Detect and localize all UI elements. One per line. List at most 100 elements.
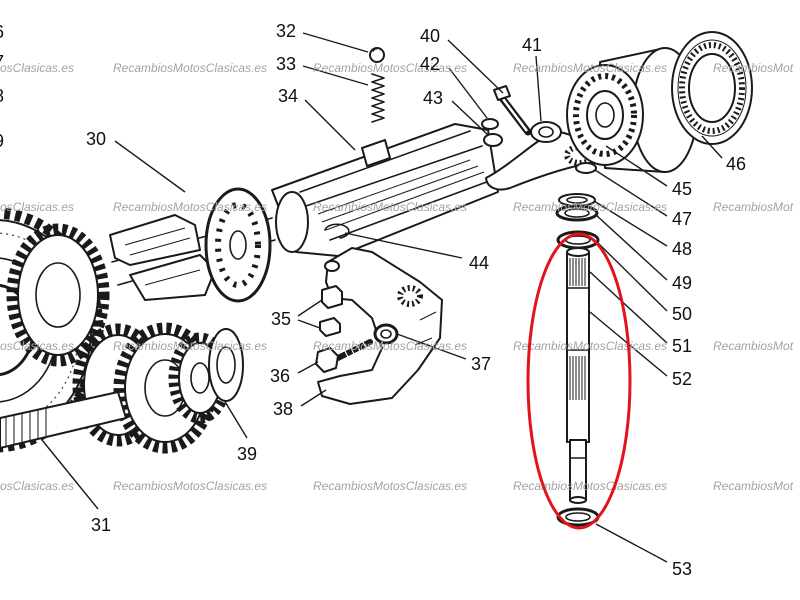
mainshaft-31 xyxy=(0,391,127,449)
detent-spring-33 xyxy=(371,73,385,123)
middle-gear-face xyxy=(17,234,99,356)
leader-line-34 xyxy=(304,99,356,151)
edge-label: 8 xyxy=(0,86,4,106)
washer-43 xyxy=(483,133,503,147)
leader-line-50 xyxy=(596,241,668,312)
leader-line-37 xyxy=(396,333,467,360)
bolt-36-thread xyxy=(344,341,367,358)
watermark-text: RecambiosMotosClasicas.es xyxy=(113,479,267,493)
bearing-45 xyxy=(566,64,644,166)
leader-line-44 xyxy=(344,232,463,259)
selector-drum-center xyxy=(229,230,247,260)
callout-43: 43 xyxy=(423,88,443,108)
watermark-text: RecambiosMotosClasicas.es xyxy=(513,61,667,75)
callout-35: 35 xyxy=(271,309,291,329)
leader-line-30 xyxy=(114,140,186,193)
lever-bolt-highlight xyxy=(502,98,528,132)
callout-36: 36 xyxy=(270,366,290,386)
selector-drum-tab xyxy=(361,139,391,167)
thrust-washer-39 xyxy=(208,328,244,402)
callout-51: 51 xyxy=(672,336,692,356)
cluster-gear-c-bore xyxy=(190,362,210,394)
washer-49 xyxy=(555,204,599,222)
callout-38: 38 xyxy=(273,399,293,419)
edge-labels: 6 7 8 9 xyxy=(0,22,4,151)
callout-48: 48 xyxy=(672,239,692,259)
shaft-bottom-end xyxy=(569,496,587,504)
watermark-text-partial: RecambiosMot xyxy=(713,339,794,353)
callout-50: 50 xyxy=(672,304,692,324)
watermark-text: RecambiosMotosClasicas.es xyxy=(513,200,667,214)
watermark-text-partial: osClasicas.es xyxy=(0,479,74,493)
middle-gear-teeth xyxy=(6,223,110,367)
mainshaft-splines xyxy=(5,407,47,447)
leader-line-51 xyxy=(589,271,668,344)
leader-line-49 xyxy=(595,214,668,281)
leader-line-42 xyxy=(448,67,488,119)
bearing-46-cage xyxy=(677,39,747,137)
callout-34: 34 xyxy=(278,86,298,106)
leader-line-32 xyxy=(302,32,369,53)
gear-cluster xyxy=(72,322,232,454)
leader-line-31 xyxy=(41,439,99,510)
leader-line-43 xyxy=(451,100,489,136)
callout-52: 52 xyxy=(672,369,692,389)
selector-drum-tracks xyxy=(317,159,485,231)
lever-bolt-40 xyxy=(493,85,532,136)
bolt-36 xyxy=(315,339,373,373)
selector-fork-upper-detail xyxy=(124,227,191,256)
watermark-text-partial: RecambiosMot xyxy=(713,61,794,75)
leader-line-38 xyxy=(300,389,327,407)
bearing-46 xyxy=(671,31,753,145)
thrust-washer-bore xyxy=(216,346,236,384)
washer-42 xyxy=(481,118,499,130)
leader-line-33 xyxy=(302,65,369,86)
watermark-text: RecambiosMotosClasicas.es xyxy=(513,339,667,353)
pawl-bracket-ribs xyxy=(414,311,437,346)
watermark-text-partial: RecambiosMot xyxy=(713,479,794,493)
watermark-text: RecambiosMotosClasicas.es xyxy=(313,479,467,493)
detent-ball-shine xyxy=(372,48,378,53)
leader-line-45 xyxy=(605,145,668,187)
selector-drum-end xyxy=(275,191,309,253)
bearing-46-inner-race xyxy=(688,53,736,123)
shaft-52 xyxy=(566,247,590,504)
selector-drum-34 xyxy=(271,123,499,257)
callout-31: 31 xyxy=(91,515,111,535)
pivot-hole-bore xyxy=(380,329,392,339)
callout-49: 49 xyxy=(672,273,692,293)
watermark-text: RecambiosMotosClasicas.es xyxy=(113,200,267,214)
shift-lever-eye xyxy=(530,121,562,143)
mainshaft-body xyxy=(0,391,127,449)
callout-44: 44 xyxy=(469,253,489,273)
bearing-45-inner-race xyxy=(586,90,624,140)
edge-label: 6 xyxy=(0,22,4,42)
shaft-collars xyxy=(566,287,590,351)
callout-45: 45 xyxy=(672,179,692,199)
bearing-46-rollers xyxy=(679,42,745,134)
bolt-36-head xyxy=(315,347,339,373)
shaft-middle-splines xyxy=(569,356,586,400)
leader-line-41 xyxy=(535,55,542,122)
leader-line-48 xyxy=(593,200,668,247)
block-35-lower xyxy=(319,317,341,337)
selector-drum-ridges xyxy=(299,130,493,241)
callout-41: 41 xyxy=(522,35,542,55)
watermark-text-partial: RecambiosMot xyxy=(713,200,794,214)
circlip-44 xyxy=(324,223,350,239)
thrust-washer-outer xyxy=(208,328,244,402)
callout-labels: 32 33 34 30 40 41 42 43 44 45 46 47 48 4… xyxy=(86,21,746,579)
leader-line-35a xyxy=(297,299,323,317)
washer-53-bore xyxy=(565,512,591,522)
watermark-text: RecambiosMotosClasicas.es xyxy=(313,61,467,75)
detent-ball-32 xyxy=(369,47,385,63)
selector-assembly-30 xyxy=(109,187,276,303)
watermark-text: RecambiosMotosClasicas.es xyxy=(113,61,267,75)
selector-drum-pins xyxy=(215,202,261,288)
leader-line-36 xyxy=(297,361,319,374)
watermark-text: RecambiosMotosClasicas.es xyxy=(313,339,467,353)
watermark-text: RecambiosMotosClasicas.es xyxy=(113,339,267,353)
middle-gear xyxy=(6,223,110,367)
